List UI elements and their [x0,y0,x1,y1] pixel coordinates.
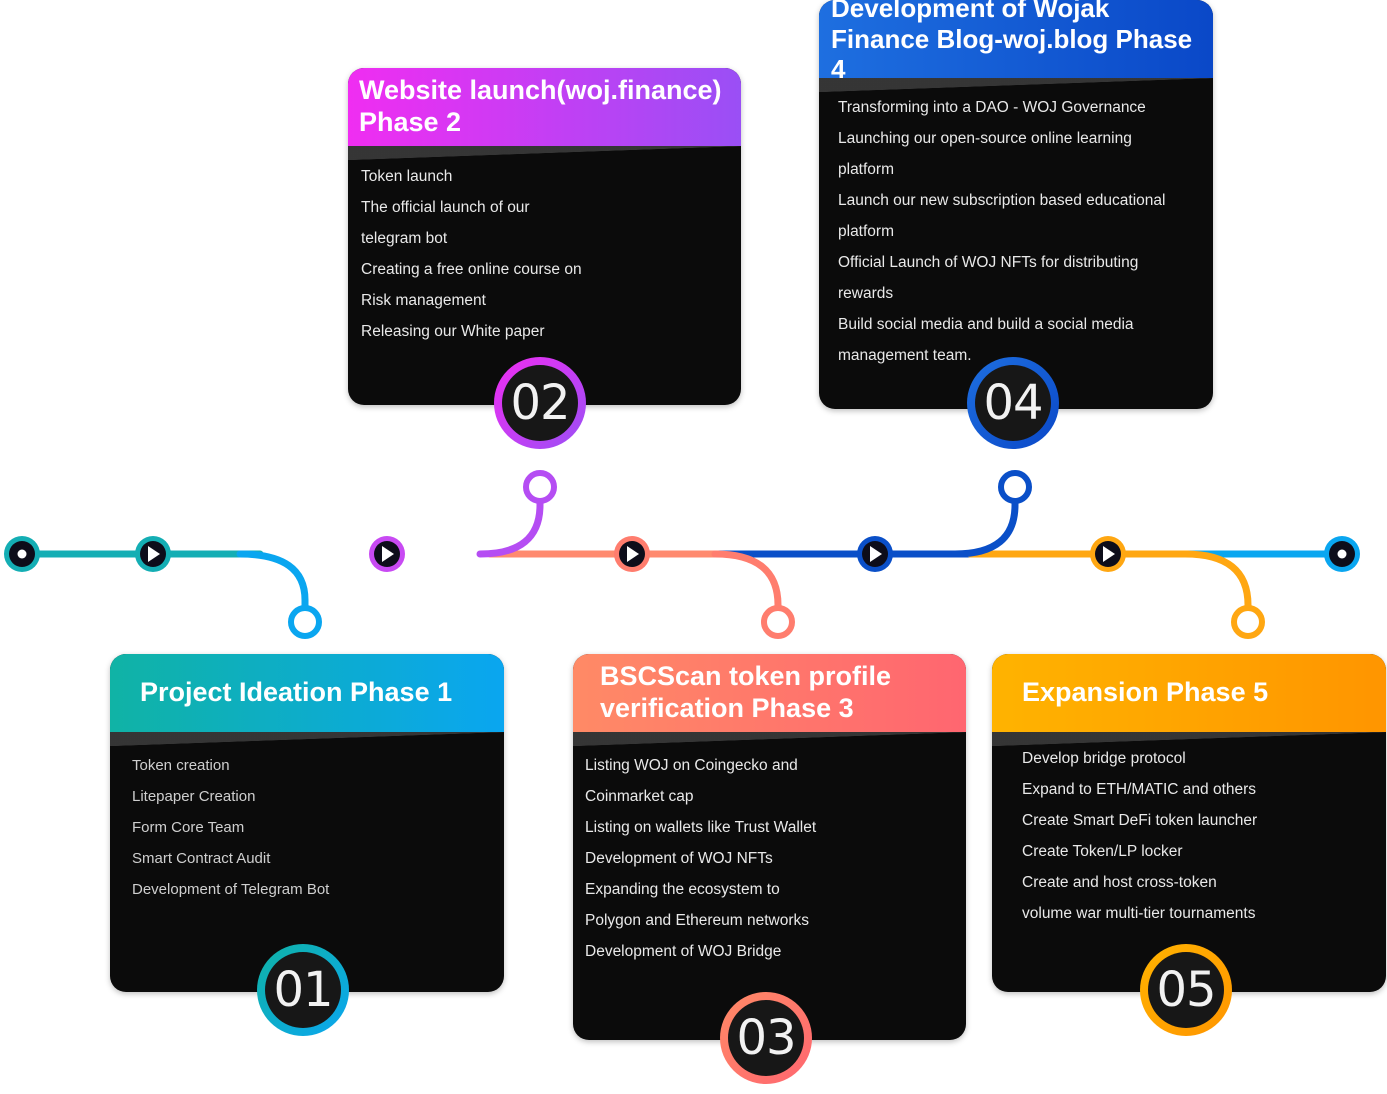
list-item: Create Token/LP locker [1022,843,1183,860]
list-item: telegram bot [361,230,448,247]
phase4-header: Development of Wojak Finance Blog-woj.bl… [819,0,1213,92]
list-item: Creating a free online course on [361,261,582,278]
list-item: Transforming into a DAO - WOJ Governance [838,99,1146,116]
list-item: Develop bridge protocol [1022,750,1186,767]
ring-phase1 [288,605,322,639]
list-item: management team. [838,347,972,364]
phase3-title-line2: verification Phase 3 [600,693,854,723]
play-node-3 [614,536,650,572]
phase3-title-line1: BSCScan token profile [600,661,892,692]
timeline-start-dot [4,536,40,572]
phase1-list: Token creation Litepaper Creation Form C… [132,750,504,905]
phase1-number-badge: 01 [257,944,349,1036]
phase3-number-badge: 03 [720,992,812,1084]
play-node-2 [369,536,405,572]
ring-phase2 [523,470,557,504]
phase2-number-badge: 02 [494,357,586,449]
list-item: The official launch of our [361,199,530,216]
ring-phase4 [998,470,1032,504]
list-item: Development of WOJ Bridge [585,943,782,960]
phase2-list: Token launch The official launch of our … [361,161,741,347]
list-item: Smart Contract Audit [132,850,271,867]
list-item: Polygon and Ethereum networks [585,912,810,929]
phase3-list: Listing WOJ on Coingecko and Coinmarket … [585,750,966,967]
branch-phase5 [1181,550,1252,612]
timeline-end-dot [1324,536,1360,572]
play-node-5 [1090,536,1126,572]
phase5-number-badge: 05 [1140,944,1232,1036]
phase3-number: 03 [728,1000,804,1076]
phase2-card: Website launch(woj.finance) Phase 2 Toke… [348,68,741,405]
ring-phase5 [1231,605,1265,639]
branch-phase1 [236,550,309,612]
list-item: Development of WOJ NFTs [585,850,773,867]
play-node-1 [135,536,171,572]
phase3-card: BSCScan token profile verification Phase… [573,654,966,1040]
phase1-card: Project Ideation Phase 1 Token creation … [110,654,504,992]
list-item: Risk management [361,292,486,309]
play-node-4 [857,536,893,572]
list-item: Expanding the ecosystem to [585,881,780,898]
phase1-title: Project Ideation Phase 1 [140,677,453,708]
list-item: Coinmarket cap [585,788,694,805]
phase4-card: Development of Wojak Finance Blog-woj.bl… [819,0,1213,409]
list-item: volume war multi-tier tournaments [1022,905,1256,922]
list-item: Releasing our White paper [361,323,545,340]
list-item: Litepaper Creation [132,788,256,805]
branch-phase4 [951,496,1019,558]
list-item: Launch our new subscription based educat… [838,192,1166,209]
branch-phase3 [711,550,782,612]
phase1-header: Project Ideation Phase 1 [110,654,504,746]
ring-phase3 [761,605,795,639]
phase4-list: Transforming into a DAO - WOJ Governance… [838,92,1213,371]
list-item: Create Smart DeFi token launcher [1022,812,1258,829]
phase3-header: BSCScan token profile verification Phase… [573,654,966,746]
list-item: Form Core Team [132,819,245,836]
phase1-number: 01 [265,952,341,1028]
phase2-title-line2: Phase 2 [359,107,462,137]
list-item: platform [838,161,894,178]
list-item: Create and host cross-token [1022,874,1217,891]
phase2-number: 02 [502,365,578,441]
list-item: Token launch [361,168,453,185]
list-item: Listing WOJ on Coingecko and [585,757,798,774]
phase2-title-line1: Website launch(woj.finance) [359,75,722,106]
timeline-line [18,496,1346,612]
phase4-number-badge: 04 [967,357,1059,449]
phase4-title-line2: Finance Blog-woj.blog Phase 4 [831,23,1193,85]
branch-phase2 [476,496,544,558]
list-item: Development of Telegram Bot [132,881,330,898]
list-item: Expand to ETH/MATIC and others [1022,781,1257,798]
phase2-header: Website launch(woj.finance) Phase 2 [348,68,741,160]
phase5-title: Expansion Phase 5 [1022,677,1269,708]
list-item: Token creation [132,757,230,774]
list-item: Official Launch of WOJ NFTs for distribu… [838,254,1139,271]
phase4-number: 04 [975,365,1051,441]
list-item: rewards [838,285,894,302]
phase5-card: Expansion Phase 5 Develop bridge protoco… [992,654,1386,992]
phase5-list: Develop bridge protocol Expand to ETH/MA… [1022,743,1386,929]
list-item: Launching our open-source online learnin… [838,130,1132,147]
phase5-header: Expansion Phase 5 [992,654,1386,746]
phase4-title-line1: Development of Wojak [831,0,1110,23]
list-item: platform [838,223,894,240]
list-item: Listing on wallets like Trust Wallet [585,819,817,836]
list-item: Build social media and build a social me… [838,316,1134,333]
phase5-number: 05 [1148,952,1224,1028]
